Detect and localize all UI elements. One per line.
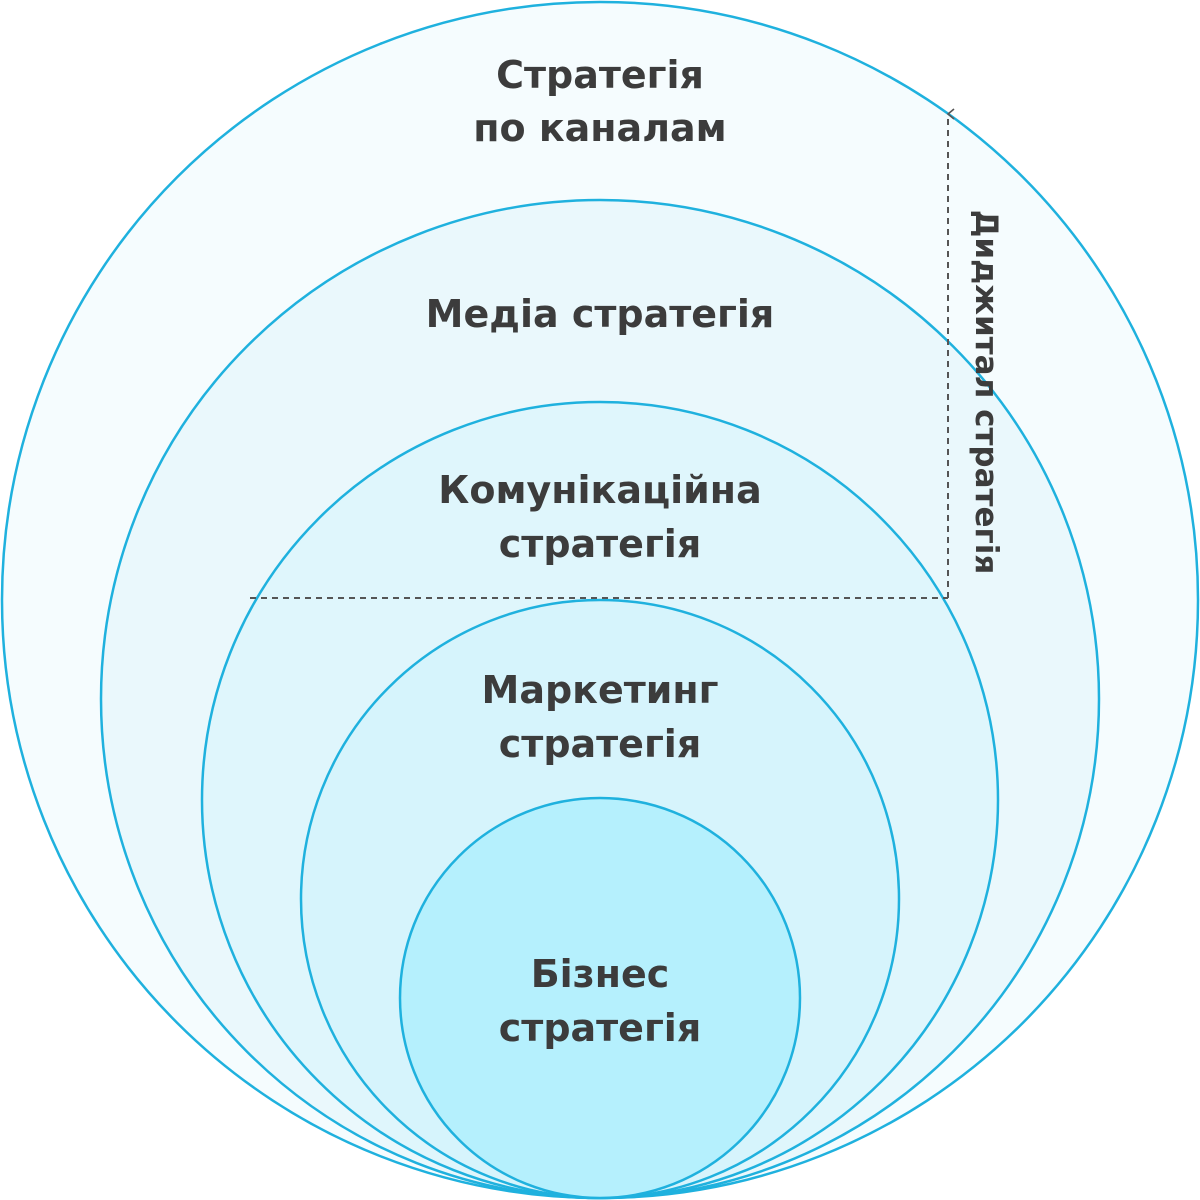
media-strategy-label: Медіа стратегія <box>426 292 775 336</box>
business-strategy-circle <box>398 796 802 1200</box>
business-strategy-label-line2: стратегія <box>499 1006 701 1050</box>
marketing-strategy-label-line1: Маркетинг <box>482 668 719 712</box>
communication-strategy-label-line2: стратегія <box>499 522 701 566</box>
digital-strategy-label: Диджитал стратегія <box>968 210 1004 575</box>
business-strategy-label-line1: Бізнес <box>531 952 670 996</box>
marketing-strategy-label-line2: стратегія <box>499 722 701 766</box>
channel-strategy-label-line1: Стратегія <box>496 53 704 97</box>
channel-strategy-label-line2: по каналам <box>473 106 726 150</box>
communication-strategy-label-line1: Комунікаційна <box>438 468 761 512</box>
